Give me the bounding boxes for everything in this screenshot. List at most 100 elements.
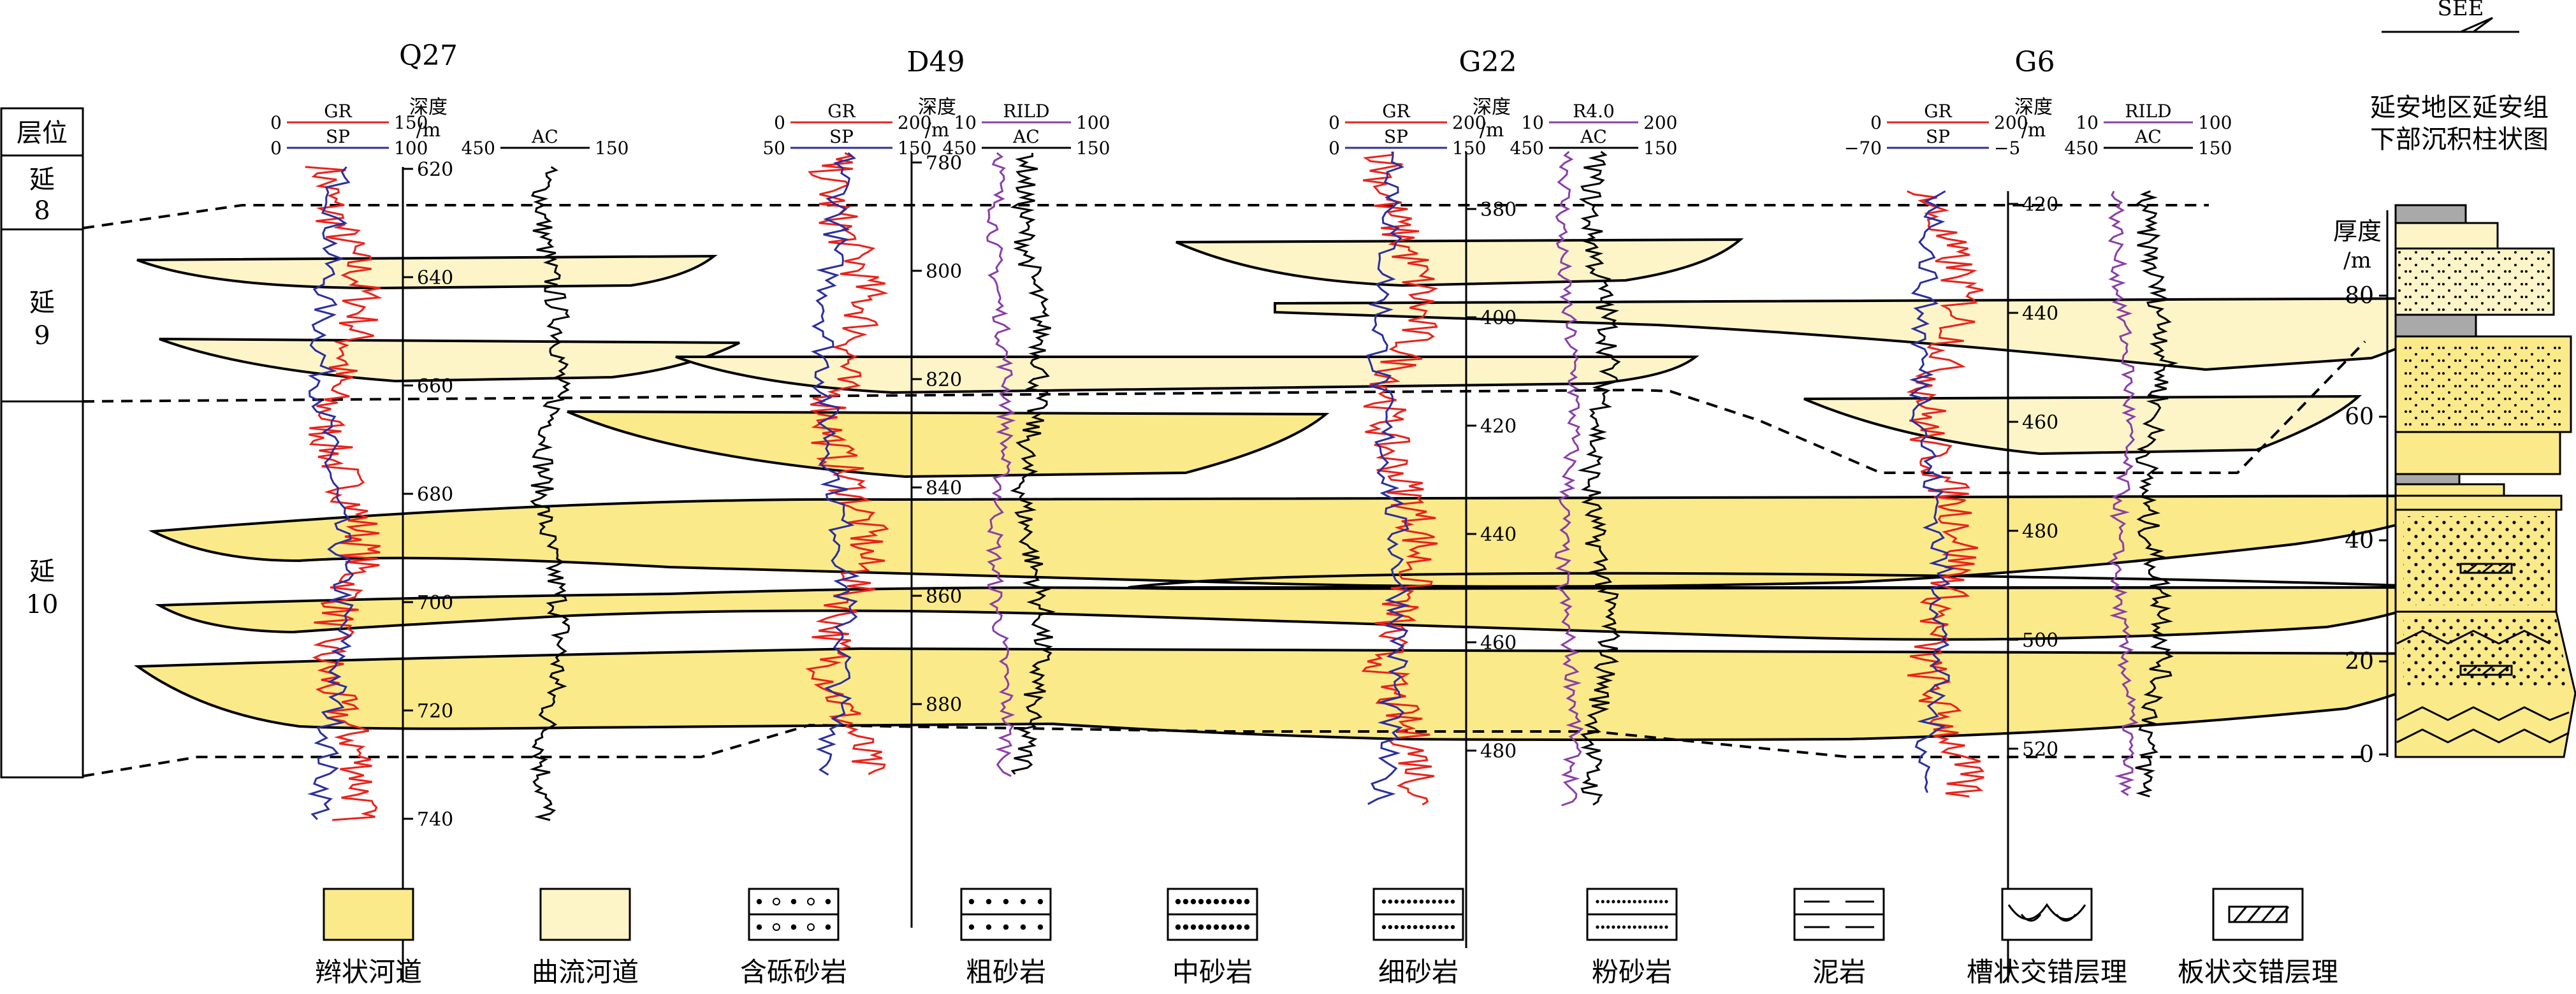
resistivity-scale-max: 100	[1076, 112, 1110, 133]
depth-tick-label: 800	[926, 261, 962, 283]
depth-tick-label: 740	[417, 809, 453, 831]
ac-curve	[529, 166, 571, 821]
ac-scale-min: 450	[943, 138, 977, 159]
meander-sand-body	[675, 356, 1699, 394]
depth-tick-label: 660	[417, 375, 453, 398]
depth-tick-label: 460	[2022, 412, 2058, 434]
gr-scale-min: 0	[1870, 112, 1882, 133]
ac-curve	[1010, 152, 1056, 775]
ac-scale-min: 450	[462, 138, 495, 159]
resistivity-scale-min: 10	[1521, 112, 1544, 133]
sp-scale-max: 150	[1452, 138, 1486, 159]
depth-tick-label: 500	[2022, 630, 2058, 652]
depth-tick-label: 440	[1480, 524, 1517, 546]
legend-label-planar: 板状交错层理	[2178, 956, 2338, 988]
legend-swatch-coarse	[960, 888, 1052, 941]
braided-sand-body	[134, 647, 2470, 741]
ac-scale-max: 150	[595, 138, 629, 159]
depth-tick-label: 420	[1480, 415, 1517, 438]
depth-tick-label: 440	[2022, 303, 2058, 325]
thickness-label: 厚度	[2333, 217, 2382, 245]
strata-unit-yan10-num: 10	[26, 590, 59, 619]
depth-unit: /m	[2021, 119, 2046, 141]
gr-label: GR	[324, 101, 352, 122]
thickness-tick-label: 0	[2359, 742, 2374, 768]
depth-unit: /m	[925, 119, 950, 141]
gr-curve	[805, 152, 889, 775]
yan10-base-line	[82, 723, 2365, 777]
ac-label: AC	[1580, 126, 1607, 147]
depth-tick-label: 380	[1480, 199, 1517, 221]
legend-label-trough: 槽状交错层理	[1967, 956, 2127, 988]
legend-label-medium: 中砂岩	[1172, 956, 1253, 988]
legend-label-meander: 曲流河道	[532, 956, 639, 988]
braided-sand-body	[154, 586, 2458, 641]
sp-label: SP	[829, 126, 854, 147]
legend-swatch-pebbly	[748, 888, 840, 941]
ac-label: AC	[2134, 126, 2162, 147]
depth-tick-label: 520	[2022, 738, 2058, 761]
braided-sand-body	[148, 494, 2478, 588]
gr-scale-max: 200	[1452, 112, 1486, 133]
gr-curve	[1361, 151, 1439, 806]
gr-scale-max: 150	[394, 112, 428, 133]
thickness-tick-label: 80	[2345, 283, 2374, 309]
legend-label-mud: 泥岩	[1812, 956, 1866, 988]
meander-sand-body	[1175, 238, 1744, 287]
direction-arrow: SEE	[2382, 0, 2519, 33]
ac-scale-max: 150	[2198, 138, 2232, 159]
depth-tick-label: 700	[417, 592, 453, 614]
thickness-unit: /m	[2343, 248, 2371, 273]
braided-sand-body	[1128, 572, 2455, 589]
ac-scale-min: 450	[2065, 138, 2099, 159]
depth-tick-label: 460	[1480, 632, 1517, 654]
strata-unit-yan8-num: 8	[34, 196, 50, 226]
resistivity-label: RILD	[2125, 101, 2171, 122]
depth-tick-label: 780	[926, 152, 962, 175]
strata-unit-yan9-name: 延	[29, 288, 55, 317]
depth-tick-label: 720	[417, 700, 453, 723]
legend-label-pebbly: 含砾砂岩	[740, 956, 847, 988]
legend-label-silt: 粉砂岩	[1592, 956, 1672, 988]
gr-scale-min: 0	[774, 112, 785, 133]
legend-swatch-braided	[323, 888, 414, 941]
gr-scale-max: 200	[898, 112, 931, 133]
yan9-base-line	[82, 340, 2366, 474]
depth-tick-label: 620	[417, 159, 453, 181]
resistivity-curve	[2107, 191, 2139, 796]
legend-label-braided: 辫状河道	[315, 956, 422, 988]
well-name: Q27	[399, 40, 458, 72]
gr-scale-min: 0	[1328, 112, 1340, 133]
sp-scale-min: 0	[270, 138, 282, 159]
resistivity-scale-min: 10	[2076, 112, 2099, 133]
sp-label: SP	[1926, 126, 1950, 147]
depth-tick-label: 840	[926, 477, 962, 500]
sp-curve	[1909, 190, 1956, 793]
depth-tick-label: 400	[1480, 307, 1517, 329]
resistivity-curve	[986, 152, 1016, 777]
gr-label: GR	[1382, 101, 1410, 122]
strata-unit-yan10-name: 延	[29, 557, 55, 586]
strata-unit-yan8-name: 延	[29, 165, 55, 194]
sp-scale-max: −5	[1994, 138, 2020, 159]
strata-header: 层位	[17, 119, 68, 148]
legend-swatch-trough	[2001, 888, 2093, 941]
thickness-tick-label: 20	[2345, 649, 2374, 675]
legend-swatch-fine	[1372, 888, 1464, 941]
sp-scale-min: 50	[762, 138, 785, 159]
strata-unit-yan9-num: 9	[34, 321, 50, 350]
depth-tick-label: 680	[417, 484, 453, 506]
ac-curve	[2135, 190, 2179, 798]
gr-label: GR	[827, 101, 855, 122]
depth-label: 深度	[1473, 96, 1511, 119]
depth-label: 深度	[2014, 96, 2053, 119]
legend-swatch-meander	[539, 888, 631, 941]
sp-curve	[1366, 151, 1411, 805]
depth-tick-label: 480	[1480, 740, 1517, 763]
meander-sand-body	[136, 254, 718, 290]
sp-label: SP	[326, 126, 350, 147]
